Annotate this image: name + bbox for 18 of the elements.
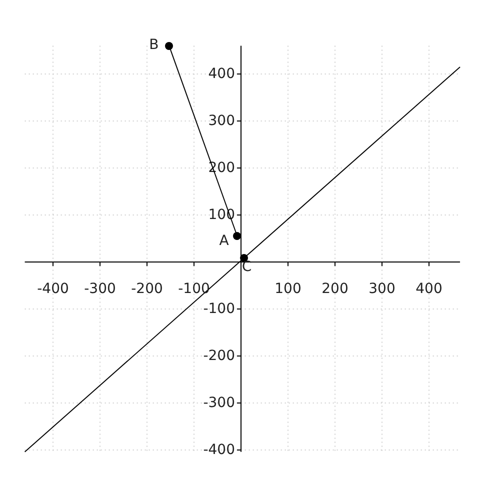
tick-label: -100 bbox=[178, 282, 210, 296]
tick-label: 400 bbox=[416, 282, 442, 296]
point-label: B bbox=[149, 38, 159, 52]
tick-label: -300 bbox=[84, 282, 116, 296]
tick-label: 400 bbox=[208, 67, 235, 81]
tick-label: -200 bbox=[203, 349, 235, 363]
tick-label: -300 bbox=[203, 396, 235, 410]
line-segment bbox=[170, 49, 236, 233]
point-label: A bbox=[219, 234, 229, 248]
tick-label: -400 bbox=[37, 282, 69, 296]
tick-label: -400 bbox=[203, 443, 235, 457]
tick-label: 100 bbox=[274, 282, 302, 296]
tick-label: 200 bbox=[322, 282, 348, 296]
tick-label: 300 bbox=[368, 282, 396, 296]
tick-label: 300 bbox=[208, 114, 235, 128]
tick-label: -200 bbox=[131, 282, 163, 296]
tick-label: -100 bbox=[203, 302, 235, 316]
point-label: C bbox=[242, 260, 252, 274]
